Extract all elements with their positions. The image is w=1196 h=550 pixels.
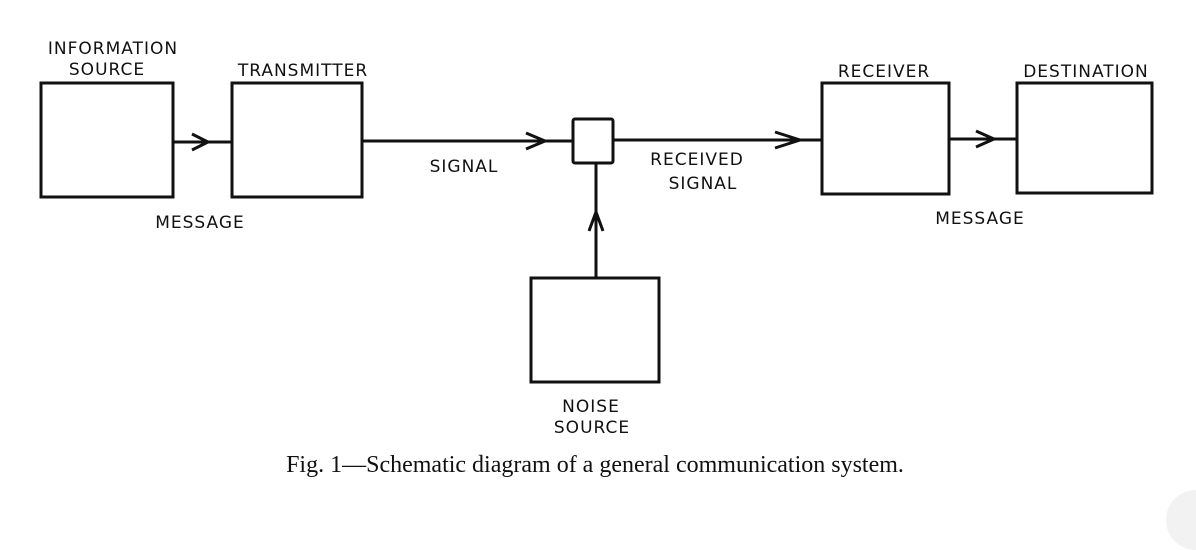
- destination-label: DESTINATION: [1023, 62, 1149, 82]
- information-source-box: [39, 81, 175, 199]
- noise-source-box: [529, 276, 661, 384]
- arrow-head-icon: [975, 129, 998, 149]
- receiver-label: RECEIVER: [838, 62, 930, 82]
- message-label-1: MESSAGE: [155, 213, 245, 233]
- arrow-head-icon: [774, 130, 805, 150]
- information-source-label-line2: SOURCE: [69, 60, 145, 80]
- transmitter-label: TRANSMITTER: [237, 61, 368, 81]
- arrow-head-icon: [587, 207, 605, 232]
- arrow-head-icon: [525, 131, 549, 151]
- information-source-label-line1: INFORMATION: [48, 39, 178, 59]
- arrow-head-icon: [191, 132, 212, 152]
- received-signal-label-line2: SIGNAL: [669, 174, 738, 194]
- figure-caption: Fig. 1—Schematic diagram of a general co…: [286, 452, 904, 478]
- receiver-box: [820, 81, 951, 196]
- noise-source-label-line2: SOURCE: [554, 418, 630, 438]
- transmitter-box: [230, 81, 364, 199]
- noise-junction-box: [571, 117, 615, 165]
- communication-diagram: INFORMATION SOURCE TRANSMITTER RECEIVER …: [39, 39, 1154, 478]
- message-label-2: MESSAGE: [935, 209, 1025, 229]
- destination-box: [1015, 81, 1154, 195]
- received-signal-label-line1: RECEIVED: [650, 150, 744, 170]
- signal-label: SIGNAL: [430, 157, 499, 177]
- noise-source-label-line1: NOISE: [562, 397, 620, 417]
